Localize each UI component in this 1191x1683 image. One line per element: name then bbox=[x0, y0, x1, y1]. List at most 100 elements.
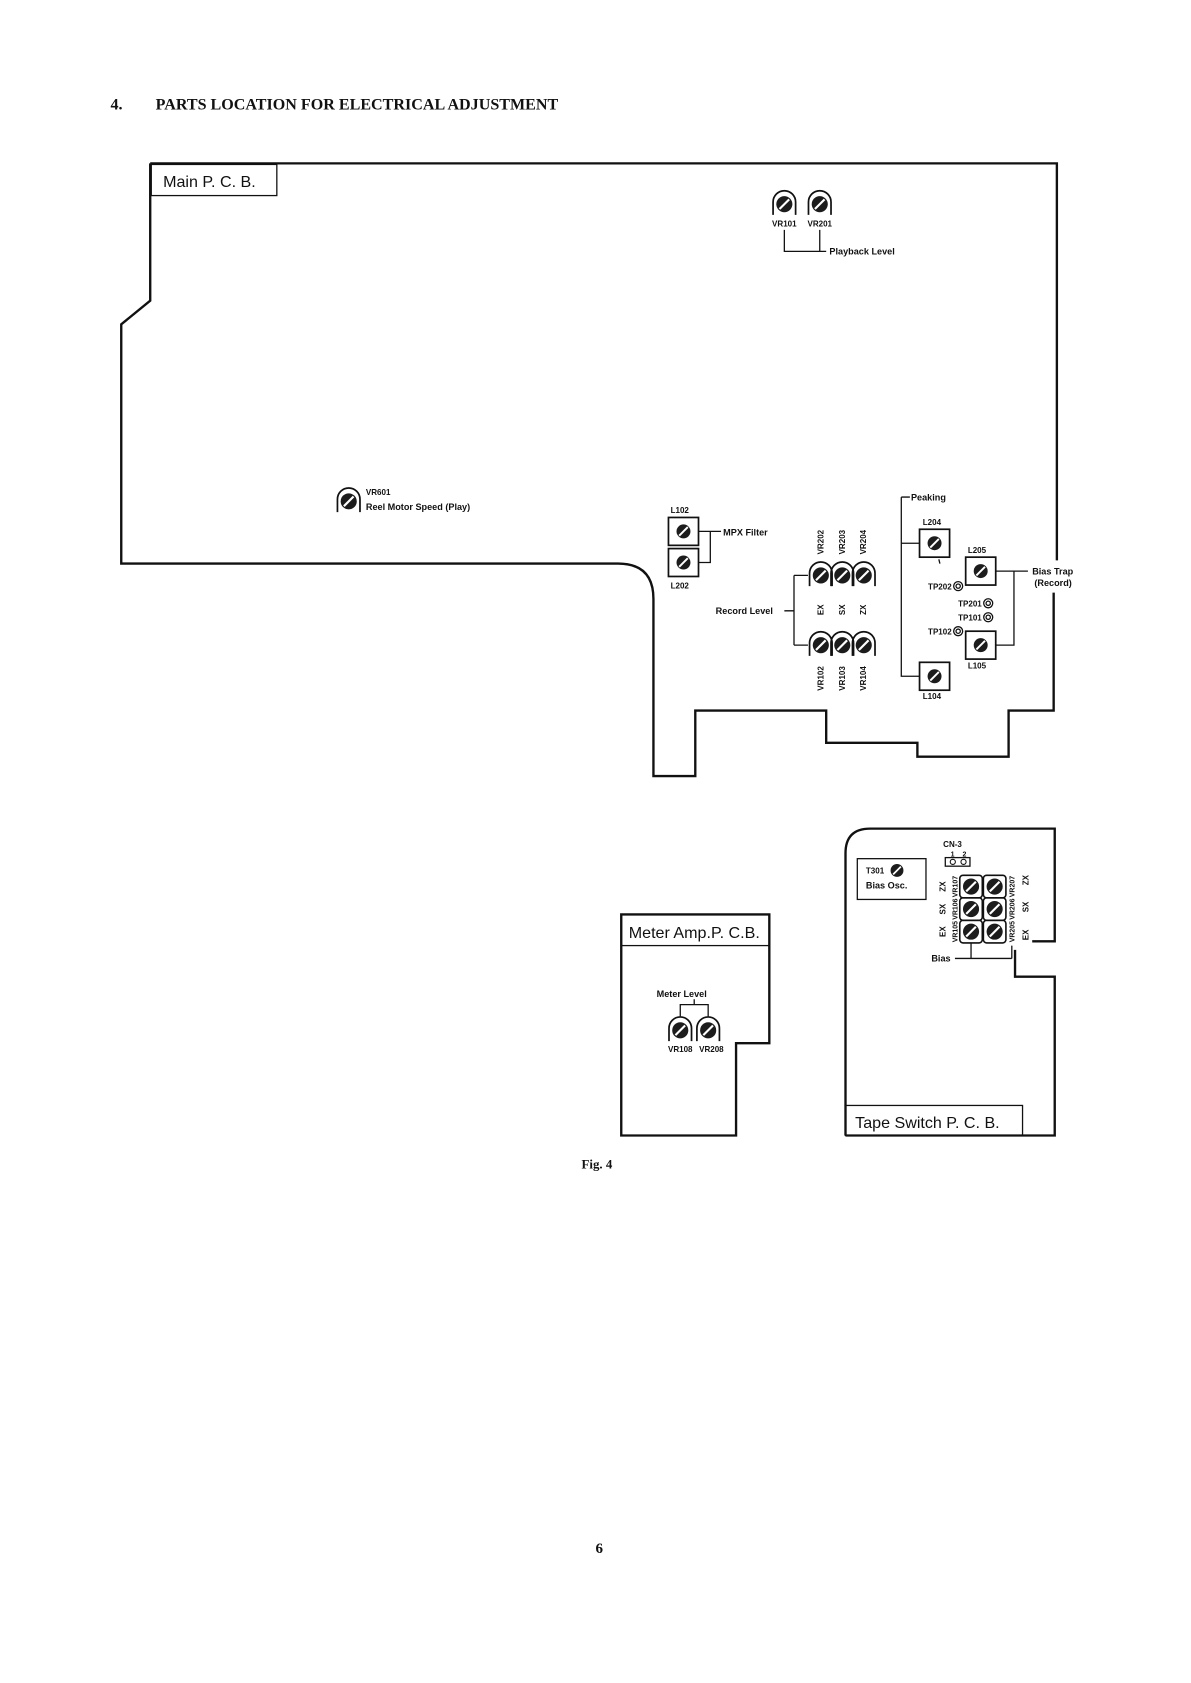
main-pcb-title-box bbox=[150, 163, 278, 197]
record-level-label: Record Level bbox=[716, 606, 773, 616]
cn3-connector-symbol bbox=[944, 856, 971, 867]
vr108-trimmer-symbol bbox=[669, 1017, 692, 1041]
section-number: 4. bbox=[111, 97, 123, 114]
vr208-label: VR208 bbox=[699, 1045, 724, 1054]
vr202-label: VR202 bbox=[816, 529, 825, 554]
tp202-test-point-symbol bbox=[953, 580, 964, 592]
cn3-pin-2-label: 2 bbox=[962, 852, 966, 859]
vr104-label: VR104 bbox=[859, 666, 868, 691]
bias-right-mode-sx-label: SX bbox=[1021, 901, 1030, 912]
reel-motor-speed-label: Reel Motor Speed (Play) bbox=[366, 502, 470, 512]
vr206-trimmer-symbol bbox=[983, 898, 1006, 921]
bias-left-mode-zx-label: ZX bbox=[939, 881, 948, 892]
vr201-label: VR201 bbox=[807, 220, 832, 229]
mpx-filter-leader bbox=[698, 530, 722, 564]
vr206-label: VR206 bbox=[1009, 898, 1016, 919]
vr104-trimmer-symbol bbox=[852, 632, 875, 656]
l104-label: L104 bbox=[923, 692, 942, 701]
vr203-trimmer-symbol bbox=[831, 562, 854, 586]
vr105-label: VR105 bbox=[953, 921, 960, 942]
pin-mark bbox=[938, 559, 941, 564]
section-title: PARTS LOCATION FOR ELECTRICAL ADJUSTMENT bbox=[156, 97, 559, 114]
l204-coil-symbol bbox=[918, 528, 951, 559]
vr102-label: VR102 bbox=[816, 666, 825, 691]
tp102-label: TP102 bbox=[928, 627, 952, 636]
vr204-label: VR204 bbox=[859, 529, 868, 554]
vr203-label: VR203 bbox=[838, 529, 847, 554]
vr201-trimmer-symbol bbox=[808, 191, 831, 215]
meter-level-label: Meter Level bbox=[657, 989, 707, 999]
meter-level-leader bbox=[679, 999, 709, 1017]
tp201-label: TP201 bbox=[958, 600, 982, 609]
l105-coil-symbol bbox=[964, 630, 997, 661]
bias-left-mode-ex-label: EX bbox=[939, 926, 948, 937]
l105-label: L105 bbox=[968, 662, 987, 671]
record-mode-zx-label: ZX bbox=[859, 604, 868, 615]
bias-label: Bias bbox=[931, 954, 950, 964]
mpx-filter-label: MPX Filter bbox=[723, 528, 768, 538]
bias-right-mode-zx-label: ZX bbox=[1021, 874, 1030, 885]
main-pcb: Main P. C. B. VR101 VR201 Playback Level… bbox=[120, 162, 1074, 778]
playback-level-leader bbox=[783, 229, 827, 253]
vr103-label: VR103 bbox=[838, 666, 847, 691]
bias-right-mode-ex-label: EX bbox=[1021, 929, 1030, 940]
meter-amp-pcb-title: Meter Amp.P. C.B. bbox=[629, 924, 760, 942]
vr205-label: VR205 bbox=[1009, 921, 1016, 942]
cn3-pin-1-label: 1 bbox=[951, 852, 955, 859]
figure-caption: Fig. 4 bbox=[582, 1158, 613, 1172]
vr106-trimmer-symbol bbox=[960, 898, 983, 921]
t301-coil-symbol bbox=[889, 863, 905, 878]
t301-label: T301 bbox=[866, 867, 885, 876]
bias-trap-leader bbox=[995, 570, 1028, 646]
vr202-trimmer-symbol bbox=[810, 562, 833, 586]
peaking-leader bbox=[900, 496, 920, 677]
main-pcb-outline bbox=[120, 162, 1059, 778]
vr207-trimmer-symbol bbox=[983, 875, 1006, 898]
vr601-trimmer-symbol bbox=[337, 488, 360, 512]
peaking-label: Peaking bbox=[911, 492, 946, 502]
bias-leader bbox=[954, 943, 1013, 960]
bias-trap-label: Bias Trap bbox=[1032, 566, 1073, 576]
vr103-trimmer-symbol bbox=[831, 632, 854, 656]
tape-switch-pcb-title: Tape Switch P. C. B. bbox=[855, 1114, 999, 1132]
record-level-leader bbox=[784, 574, 808, 646]
vr204-trimmer-symbol bbox=[852, 562, 875, 586]
vr205-trimmer-symbol bbox=[983, 920, 1006, 943]
vr108-label: VR108 bbox=[668, 1045, 693, 1054]
vr107-label: VR107 bbox=[953, 876, 960, 897]
page-number: 6 bbox=[596, 1541, 604, 1557]
meter-amp-pcb-outline bbox=[620, 913, 771, 1137]
bias-osc-label: Bias Osc. bbox=[866, 881, 908, 891]
vr207-label: VR207 bbox=[1009, 876, 1016, 897]
bias-oscillator-box bbox=[856, 858, 927, 901]
l202-label: L202 bbox=[671, 581, 690, 590]
vr102-trimmer-symbol bbox=[810, 632, 833, 656]
playback-level-label: Playback Level bbox=[829, 247, 894, 257]
l102-label: L102 bbox=[671, 506, 690, 515]
vr106-label: VR106 bbox=[953, 898, 960, 919]
l204-label: L204 bbox=[923, 518, 942, 527]
vr105-trimmer-symbol bbox=[960, 920, 983, 943]
tp202-label: TP202 bbox=[928, 582, 952, 591]
meter-amp-pcb: Meter Amp.P. C.B. Meter Level VR108 VR20… bbox=[620, 913, 771, 1137]
tape-switch-pcb: Tape Switch P. C. B. T301 Bias Osc. CN-3… bbox=[844, 827, 1056, 1137]
vr101-label: VR101 bbox=[772, 220, 797, 229]
vr101-trimmer-symbol bbox=[773, 191, 796, 215]
vr107-trimmer-symbol bbox=[960, 875, 983, 898]
cn3-label: CN-3 bbox=[943, 840, 962, 849]
bias-trap-sublabel: (Record) bbox=[1034, 578, 1071, 588]
l202-coil-symbol bbox=[667, 547, 700, 578]
l104-coil-symbol bbox=[918, 661, 951, 692]
bias-left-mode-sx-label: SX bbox=[939, 903, 948, 914]
tp101-label: TP101 bbox=[958, 613, 982, 622]
vr208-trimmer-symbol bbox=[697, 1017, 720, 1041]
meter-amp-pcb-title-box bbox=[620, 913, 770, 947]
record-mode-ex-label: EX bbox=[816, 604, 825, 615]
vr601-label: VR601 bbox=[366, 488, 391, 497]
tp102-test-point-symbol bbox=[953, 626, 964, 637]
l205-label: L205 bbox=[968, 546, 987, 555]
l205-coil-symbol bbox=[964, 556, 997, 587]
tp201-test-point-symbol bbox=[983, 598, 994, 609]
main-pcb-title: Main P. C. B. bbox=[163, 173, 256, 191]
